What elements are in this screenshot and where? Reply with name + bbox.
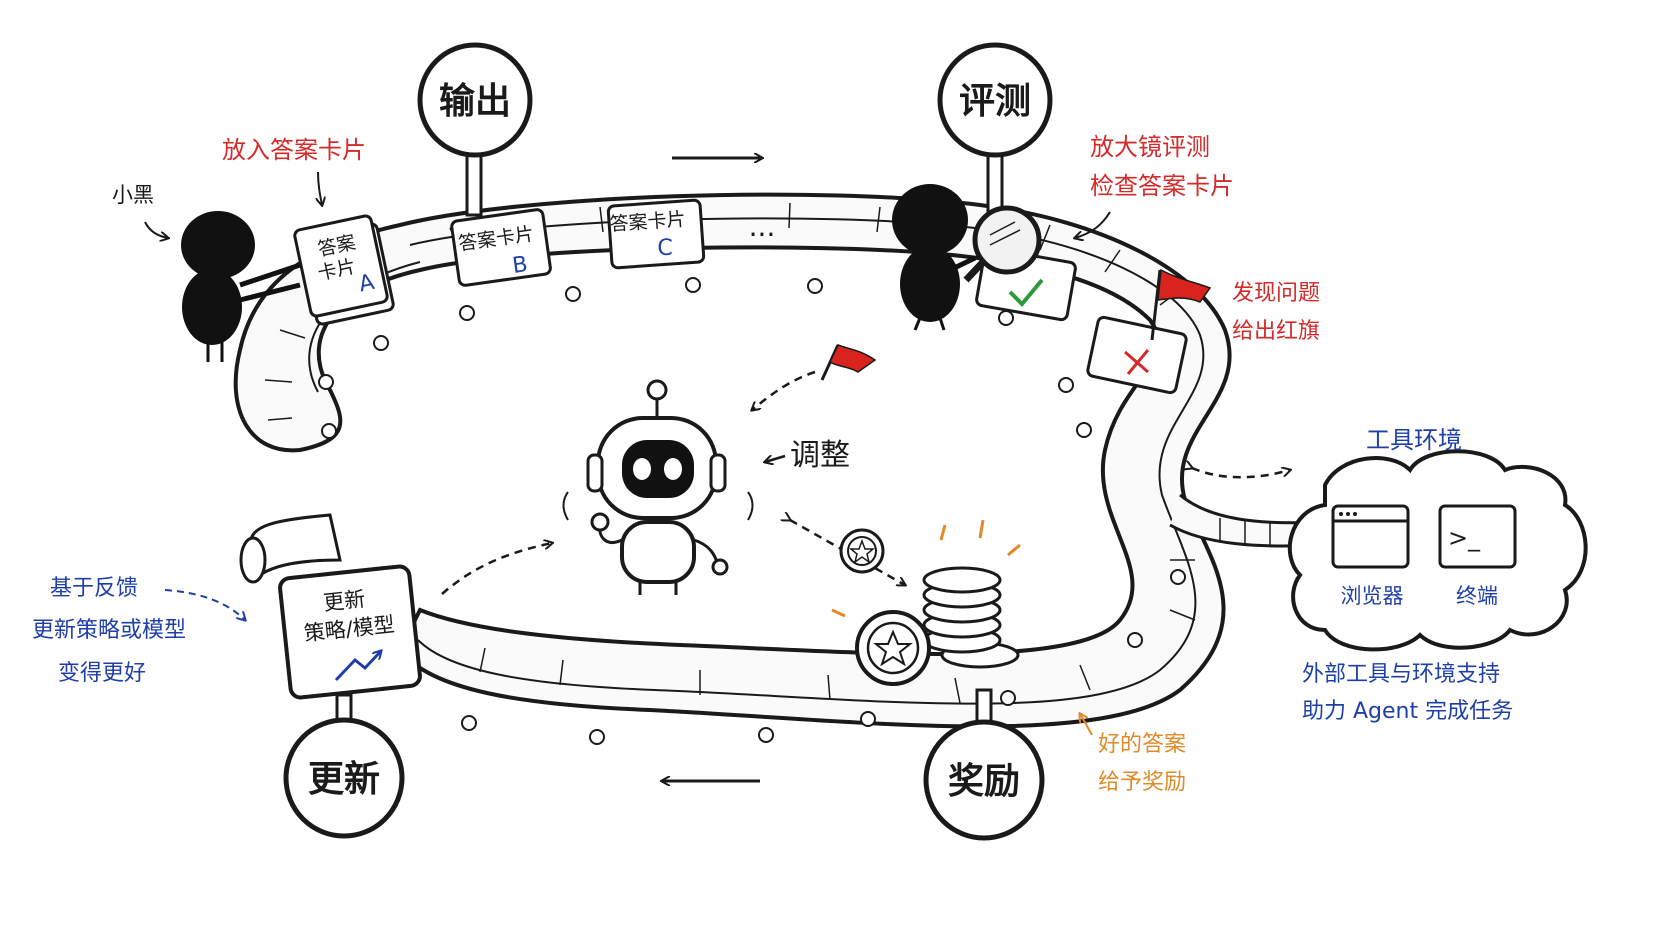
tools-desc-1: 外部工具与环境支持 — [1302, 662, 1500, 687]
station-reward-label: 奖励 — [948, 761, 1020, 802]
x-mark-icon — [1124, 349, 1150, 375]
answer-card-c: 答案卡片 C — [606, 198, 706, 270]
xiaohei-arrow — [144, 221, 168, 238]
terminal-label: 终端 — [1456, 584, 1498, 608]
adjust-pointer-arrow — [765, 454, 786, 462]
feedback-flag — [820, 344, 877, 381]
station-update-label: 更新 — [308, 759, 380, 800]
xiaohei-character-left — [181, 211, 301, 362]
station-evaluate: 评测 — [937, 42, 1053, 222]
flag-label-2: 给出红旗 — [1232, 319, 1320, 344]
put-card-label: 放入答案卡片 — [222, 136, 366, 164]
flag-to-robot-arrow — [752, 370, 816, 410]
card-c-letter: C — [657, 236, 672, 261]
station-reward: 奖励 — [923, 688, 1045, 841]
xiaohei-label: 小黑 — [112, 183, 154, 207]
magnifier-label-1: 放大镜评测 — [1090, 133, 1210, 161]
feedback-label-3: 变得更好 — [58, 661, 146, 686]
big-star-icon — [873, 629, 913, 667]
station-evaluate-label: 评测 — [959, 81, 1031, 122]
scroll-to-robot-arrow — [441, 543, 552, 595]
feedback-label-1: 基于反馈 — [50, 576, 138, 601]
magnifier-icon — [963, 205, 1042, 283]
station-output-label: 输出 — [439, 81, 511, 122]
trend-up-icon — [334, 651, 381, 682]
cards-ellipsis: ... — [749, 210, 776, 243]
flag-label-1: 发现问题 — [1232, 281, 1320, 306]
scroll-line1: 更新 — [322, 587, 366, 615]
coin-stack — [831, 519, 1021, 686]
star-coin-small — [839, 528, 885, 574]
red-flag-icon — [1157, 268, 1212, 303]
answer-card-a: 答案 卡片 A — [293, 214, 395, 326]
check-icon — [1008, 278, 1044, 307]
tool-environment-cloud: >_ 浏览器 终端 — [1287, 449, 1588, 652]
card-b-letter: B — [511, 252, 529, 279]
terminal-icon: >_ — [1438, 504, 1517, 569]
card-c-line1: 答案卡片 — [609, 208, 686, 235]
xiaohei-character-right — [892, 184, 977, 331]
terminal-prompt: >_ — [1448, 524, 1481, 552]
tools-title: 工具环境 — [1366, 426, 1462, 454]
tools-desc-2: 助力 Agent 完成任务 — [1302, 699, 1513, 724]
good-answer-arrow — [1080, 714, 1093, 736]
put-card-arrow — [318, 171, 322, 205]
feedback-label-2: 更新策略或模型 — [32, 618, 186, 643]
card-a-letter: A — [357, 270, 377, 298]
star-icon — [848, 538, 876, 564]
adjust-label: 调整 — [790, 438, 850, 473]
magnifier-annotation-arrow — [1075, 211, 1111, 238]
magnifier-label-2: 检查答案卡片 — [1090, 172, 1234, 200]
answer-card-b: 答案卡片 B — [450, 208, 552, 287]
browser-label: 浏览器 — [1341, 584, 1404, 608]
station-output: 输出 — [417, 42, 533, 217]
good-answer-label-2: 给予奖励 — [1098, 770, 1186, 795]
policy-scroll: 更新 策略/模型 — [239, 513, 422, 700]
small-red-flag-icon — [829, 344, 877, 373]
feedback-arrow — [164, 589, 245, 620]
robot-agent — [562, 379, 754, 595]
browser-icon — [1331, 504, 1410, 569]
flagged-card — [1086, 268, 1212, 395]
belt-tool-arrow — [1192, 468, 1290, 479]
station-update: 更新 — [283, 693, 405, 839]
good-answer-label-1: 好的答案 — [1098, 732, 1186, 757]
